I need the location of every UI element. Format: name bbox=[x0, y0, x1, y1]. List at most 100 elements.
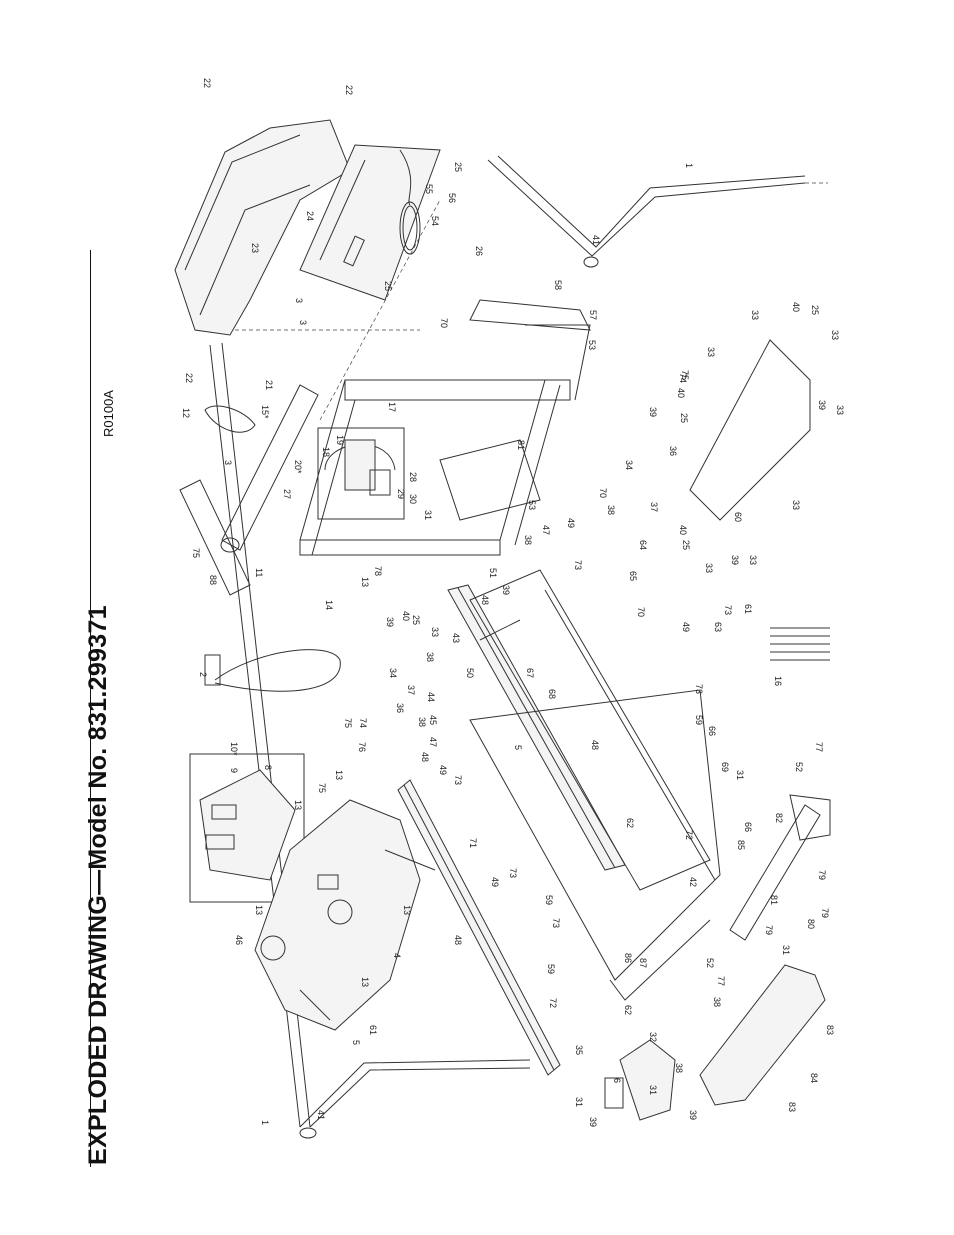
part-label: 70 bbox=[636, 607, 646, 617]
part-label: 54 bbox=[430, 216, 440, 226]
part-label: 33 bbox=[835, 405, 845, 415]
part-label: 33 bbox=[791, 500, 801, 510]
part-label: 73 bbox=[694, 684, 704, 694]
part-label: 86 bbox=[623, 953, 633, 963]
part-label: 6 bbox=[612, 1078, 622, 1083]
part-label: 48 bbox=[453, 935, 463, 945]
part-label: 25 bbox=[810, 305, 820, 315]
part-label: 13 bbox=[360, 977, 370, 987]
part-label: 39 bbox=[588, 1117, 598, 1127]
part-label: 40 bbox=[401, 611, 411, 621]
part-label: 72 bbox=[548, 998, 558, 1008]
part-label: 2 bbox=[198, 672, 208, 677]
part-label: 82 bbox=[774, 813, 784, 823]
part-label: 33 bbox=[704, 563, 714, 573]
part-label: 13 bbox=[402, 905, 412, 915]
upright-tube bbox=[179, 384, 319, 596]
part-label: 22 bbox=[344, 85, 354, 95]
part-label: 73 bbox=[723, 605, 733, 615]
part-label: 21 bbox=[264, 380, 274, 390]
part-label: 61 bbox=[743, 604, 753, 614]
part-label: 87 bbox=[638, 958, 648, 968]
part-label: 74 bbox=[358, 718, 368, 728]
part-label: 81 bbox=[516, 440, 526, 450]
part-label: 28 bbox=[408, 472, 418, 482]
part-label: 25 bbox=[679, 413, 689, 423]
part-label: 36 bbox=[395, 703, 405, 713]
part-label: 65 bbox=[628, 571, 638, 581]
part-label: 39 bbox=[501, 585, 511, 595]
part-label: 49 bbox=[681, 622, 691, 632]
motor-pulley bbox=[204, 649, 341, 692]
part-label: 59 bbox=[544, 895, 554, 905]
part-label: 43 bbox=[451, 633, 461, 643]
part-label: 51 bbox=[488, 568, 498, 578]
part-label: 1 bbox=[260, 1120, 270, 1125]
part-label: 32 bbox=[648, 1032, 658, 1042]
part-label: 31 bbox=[574, 1097, 584, 1107]
part-label: 38 bbox=[712, 997, 722, 1007]
part-label: 78 bbox=[373, 566, 383, 576]
part-label: 3 bbox=[223, 460, 233, 465]
part-label: 53 bbox=[587, 340, 597, 350]
part-label: 55 bbox=[424, 184, 434, 194]
main-frame bbox=[299, 199, 591, 556]
part-label: 39 bbox=[688, 1110, 698, 1120]
part-label: 39 bbox=[817, 400, 827, 410]
drive-belt bbox=[204, 405, 256, 433]
part-label: 64 bbox=[638, 540, 648, 550]
part-label: 70 bbox=[598, 488, 608, 498]
part-label: 41 bbox=[591, 235, 601, 245]
part-label: 22 bbox=[202, 78, 212, 88]
part-label: 48 bbox=[480, 595, 490, 605]
part-label: 58 bbox=[553, 280, 563, 290]
part-label: 12 bbox=[181, 408, 191, 418]
part-label: 66 bbox=[707, 726, 717, 736]
part-label: 49 bbox=[490, 877, 500, 887]
part-label: 59 bbox=[546, 964, 556, 974]
part-label: 26 bbox=[474, 246, 484, 256]
inset-console-box bbox=[189, 753, 305, 903]
part-label: 88 bbox=[208, 575, 218, 585]
part-label: 47 bbox=[541, 525, 551, 535]
part-label: 38 bbox=[425, 652, 435, 662]
part-label: 68 bbox=[547, 689, 557, 699]
part-label: 73 bbox=[573, 560, 583, 570]
part-label: 38 bbox=[674, 1063, 684, 1073]
walking-deck bbox=[469, 569, 716, 891]
part-label: 37 bbox=[406, 685, 416, 695]
part-label: 62 bbox=[625, 818, 635, 828]
part-label: 13 bbox=[254, 905, 264, 915]
part-label: 50 bbox=[465, 668, 475, 678]
part-label: 22 bbox=[184, 373, 194, 383]
part-labels: 22 22 22 1 1 41 41 23 24 25 25 55 56 54 … bbox=[181, 78, 845, 1127]
incline-frame bbox=[699, 794, 831, 1106]
part-label: 79 bbox=[817, 870, 827, 880]
part-label: 34 bbox=[624, 460, 634, 470]
controller-assembly bbox=[604, 1039, 676, 1121]
part-label: 71 bbox=[468, 838, 478, 848]
part-label: 8 bbox=[263, 765, 273, 770]
part-label: 33 bbox=[748, 555, 758, 565]
part-label: 3 bbox=[298, 320, 308, 325]
part-label: 13 bbox=[334, 770, 344, 780]
part-label: 13 bbox=[293, 800, 303, 810]
part-label: 66 bbox=[743, 822, 753, 832]
console-panel bbox=[254, 799, 436, 1031]
part-label: 42 bbox=[688, 877, 698, 887]
part-label: 75 bbox=[680, 370, 690, 380]
belly-pan bbox=[689, 339, 811, 521]
lower-frame bbox=[469, 689, 721, 1001]
part-label: 69 bbox=[720, 762, 730, 772]
part-label: 5 bbox=[351, 1040, 361, 1045]
part-label: 39 bbox=[385, 617, 395, 627]
part-label: 63 bbox=[713, 622, 723, 632]
part-label: 37 bbox=[649, 502, 659, 512]
part-label: 16 bbox=[773, 676, 783, 686]
part-label: 59 bbox=[694, 715, 704, 725]
part-label: 56 bbox=[447, 193, 457, 203]
part-label: 49 bbox=[566, 518, 576, 528]
part-label: 39 bbox=[730, 555, 740, 565]
